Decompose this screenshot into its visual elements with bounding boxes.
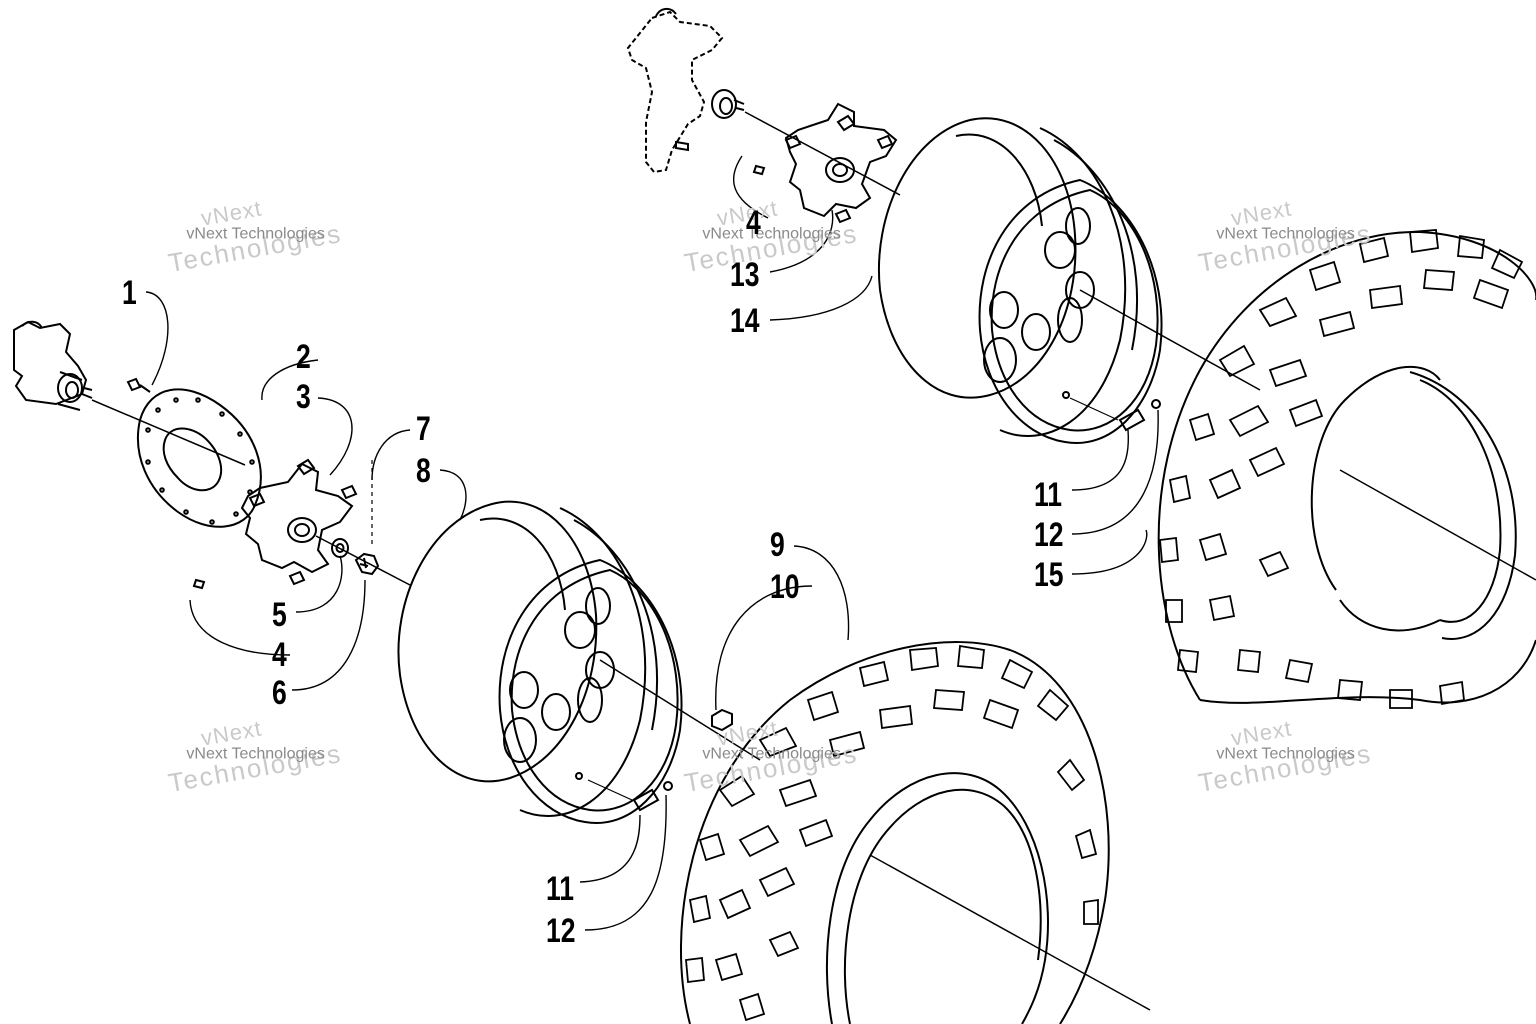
callout-10: 10 [770, 568, 800, 606]
right-tire [1157, 229, 1536, 709]
watermark-line2: vNext Technologies [186, 745, 325, 763]
right-rim [878, 117, 1163, 445]
callout-6: 6 [272, 674, 287, 712]
callout-3: 3 [296, 378, 311, 416]
callout-14: 14 [730, 302, 760, 340]
left-castle-nut [354, 552, 380, 576]
callout-12: 12 [1034, 516, 1064, 554]
left-lug-nut [711, 708, 733, 732]
left-valve-stem [587, 779, 673, 812]
left-wheel-hub [240, 458, 358, 586]
right-tire-axis [1339, 469, 1536, 581]
callout-8: 8 [416, 452, 431, 490]
callout-15: 15 [1034, 556, 1064, 594]
left-tire-axis [869, 854, 1151, 1011]
right-rim-axis [1079, 289, 1261, 391]
left-rim-axis [599, 659, 761, 761]
callout-11: 11 [1034, 476, 1063, 514]
left-bolt [126, 377, 151, 393]
callout-12: 12 [546, 912, 576, 950]
callout-9: 9 [770, 526, 785, 564]
callout-1: 1 [122, 274, 137, 312]
callout-5: 5 [272, 596, 287, 634]
right-steering-knuckle [626, 8, 745, 174]
left-tire [680, 641, 1110, 1024]
callout-4: 4 [272, 636, 287, 674]
left-brake-disc [136, 388, 262, 528]
left-hub-axis [315, 535, 411, 586]
right-axle-line [744, 111, 901, 196]
watermark-line2: vNext Technologies [702, 225, 841, 243]
leader-lines [145, 155, 1159, 931]
right-valve-stem [1069, 397, 1161, 432]
watermark-line2: vNext Technologies [1216, 745, 1355, 763]
right-wheel-hub [752, 102, 898, 224]
left-rim [397, 500, 683, 825]
callout-11: 11 [546, 870, 575, 908]
callout-4: 4 [746, 204, 761, 242]
callout-13: 13 [730, 256, 760, 294]
watermark-line2: vNext Technologies [186, 225, 325, 243]
left-cotter-pin [192, 460, 373, 590]
left-steering-knuckle [13, 320, 93, 411]
watermark-line2: vNext Technologies [1216, 225, 1355, 243]
callout-2: 2 [296, 338, 311, 376]
callout-7: 7 [416, 410, 431, 448]
watermark-line2: vNext Technologies [702, 745, 841, 763]
